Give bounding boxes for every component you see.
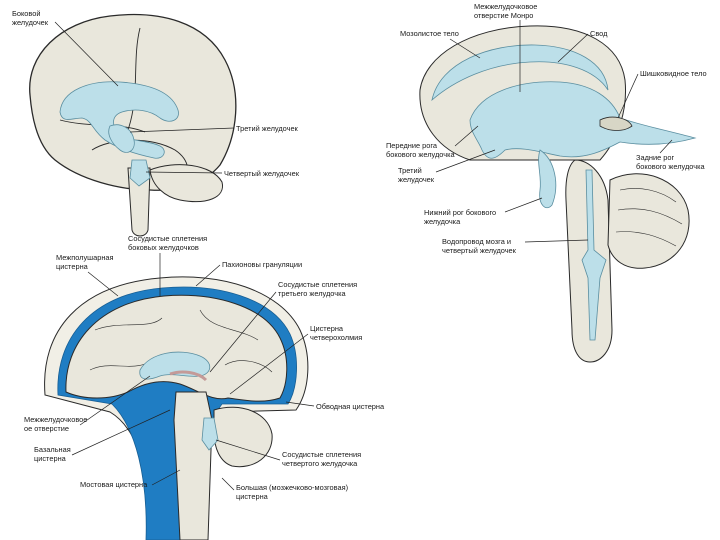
label-choroid-fourth-l1: Сосудистые сплетения <box>282 450 361 459</box>
label-lateral-ventricle-l1: Боковой <box>12 9 40 18</box>
label-posterior-horn-l2: бокового желудочка <box>636 162 705 171</box>
label-choroid-lateral-l1: Сосудистые сплетения <box>128 234 207 243</box>
label-foramen-monro-l2: отверстие Монро <box>474 11 533 20</box>
label-third-ventricle-b-l2: желудочек <box>398 175 435 184</box>
label-choroid-third-l2: третьего желудочка <box>278 289 346 298</box>
cerebellum-outline <box>149 164 223 203</box>
leader-line <box>659 139 673 154</box>
label-posterior-horn-l1: Задние рог <box>636 153 674 162</box>
leader-line <box>229 333 309 395</box>
label-basal-l2: цистерна <box>34 454 67 463</box>
label-choroid-fourth-l2: четвертого желудочка <box>282 459 358 468</box>
leader-line <box>209 291 277 373</box>
leader-line <box>524 239 589 243</box>
label-interhemispheric-l1: Межполушарная <box>56 253 114 262</box>
label-interhemispheric-l2: цистерна <box>56 262 89 271</box>
label-lateral-ventricle-l2: желудочек <box>12 18 49 27</box>
brainstem-section <box>173 391 213 540</box>
choroid-plexus-band <box>169 370 208 382</box>
leader-line <box>617 73 639 119</box>
figure-a-lateral-brain: Боковой желудочек Третий желудочек Четве… <box>12 9 300 237</box>
gyri-lines <box>89 309 273 373</box>
figure-c-csf-circulation: Сосудистые сплетения боковых желудочков … <box>24 234 385 540</box>
label-choroid-lateral-l2: боковых желудочков <box>128 243 199 252</box>
label-aqueduct-l2: четвертый желудочек <box>442 246 517 255</box>
leader-line <box>71 409 171 456</box>
label-ambient: Обводная цистерна <box>316 402 385 411</box>
label-choroid-third-l1: Сосудистые сплетения <box>278 280 357 289</box>
label-third-ventricle-b-l1: Третий <box>398 166 422 175</box>
label-aqueduct-l1: Водопровод мозга и <box>442 237 511 246</box>
fourth-ventricle-section <box>201 417 219 451</box>
label-interventricular-l2: ое отверстие <box>24 424 69 433</box>
leader-line <box>221 477 235 491</box>
label-pineal: Шишковидное тело <box>640 69 707 78</box>
label-pontine: Мостовая цистерна <box>80 480 148 489</box>
brain-sulcus <box>127 27 141 131</box>
leader-line <box>557 33 589 63</box>
cerebellum-folia <box>615 188 683 247</box>
leader-line <box>285 401 315 407</box>
label-fornix: Свод <box>590 29 608 38</box>
label-interventricular-l1: Межжелудочковое <box>24 415 87 424</box>
cerebrum-section <box>65 294 288 402</box>
label-third-ventricle: Третий желудочек <box>236 124 299 133</box>
leader-line <box>449 38 481 59</box>
brainstem-outline <box>127 167 151 237</box>
label-magna-l2: цистерна <box>236 492 269 501</box>
label-quadrigeminal-l1: Цистерна <box>310 324 344 333</box>
label-quadrigeminal-l2: четверохолмия <box>310 333 362 342</box>
label-basal-l1: Базальная <box>34 445 71 454</box>
fourth-ventricle-shape <box>129 159 151 187</box>
figure-b-ventricle-cast: Межжелудочковое отверстие Монро Мозолист… <box>386 2 707 363</box>
label-inferior-horn-l2: желудочка <box>424 217 461 226</box>
lateral-ventricle-cast <box>469 81 697 159</box>
leader-line <box>195 264 221 287</box>
leader-line <box>435 149 496 173</box>
leader-line <box>151 469 181 486</box>
leader-line <box>145 171 223 174</box>
leader-line <box>454 125 479 147</box>
label-anterior-horn-l1: Передние рога <box>386 141 438 150</box>
label-anterior-horn-l2: бокового желудочка <box>386 150 455 159</box>
leader-line <box>87 271 119 297</box>
leader-line <box>54 21 119 87</box>
leader-line <box>129 127 235 133</box>
leader-line <box>79 375 151 426</box>
inferior-horn-shape <box>538 149 557 209</box>
aqueduct-shape <box>581 169 607 341</box>
label-inferior-horn-l1: Нижний рог бокового <box>424 208 496 217</box>
label-granulations: Пахионовы грануляции <box>222 260 302 269</box>
corpus-callosum-shape <box>431 44 609 102</box>
label-fourth-ventricle: Четвертый желудочек <box>224 169 300 178</box>
cerebellum-section <box>213 406 273 468</box>
label-foramen-monro-l1: Межжелудочковое <box>474 2 537 11</box>
leader-line <box>215 439 281 461</box>
label-corpus-callosum: Мозолистое тело <box>400 29 459 38</box>
leader-line <box>504 197 543 213</box>
pineal-shape <box>599 116 633 131</box>
label-magna-l1: Большая (мозжечково-мозговая) <box>236 483 348 492</box>
third-ventricle-shape <box>108 124 135 153</box>
